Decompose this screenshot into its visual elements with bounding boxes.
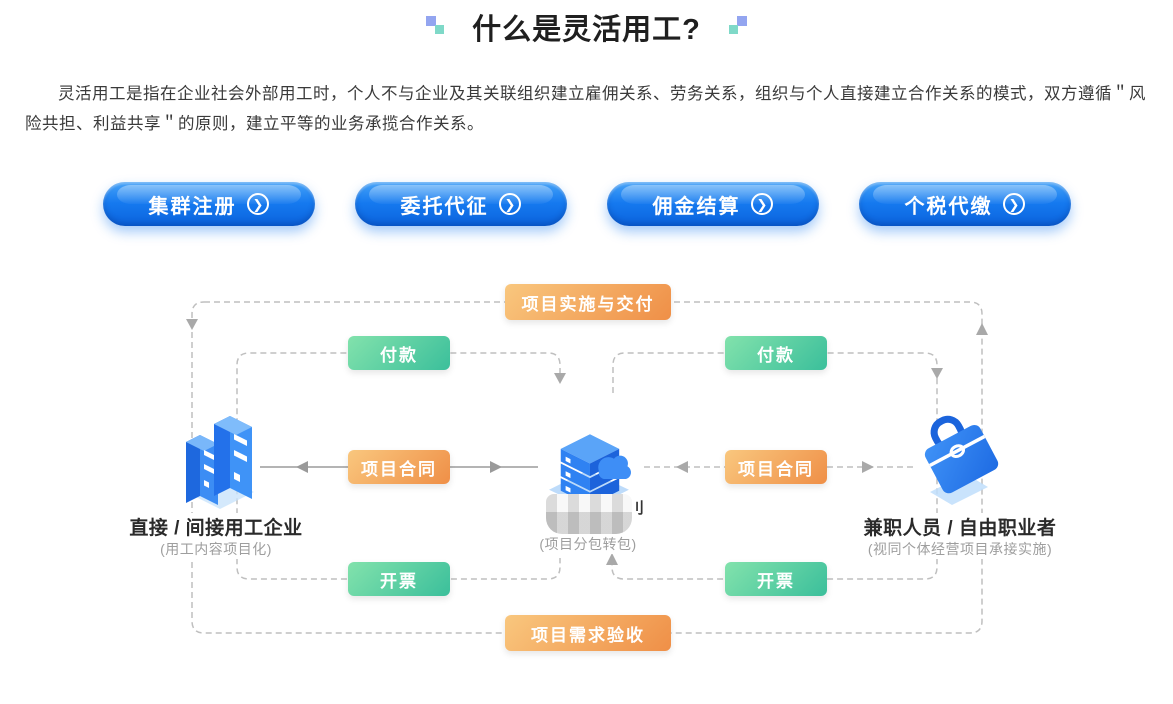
censored-name-fragment: 刂 xyxy=(629,500,645,517)
connector-lines xyxy=(186,301,988,634)
cluster-register-button[interactable]: 集群注册 ❯ xyxy=(102,182,315,226)
flow-label-contract-left: 项目合同 xyxy=(348,450,450,484)
section-header: 什么是灵活用工? xyxy=(0,6,1173,48)
censored-entity-name xyxy=(546,494,632,534)
tax-withholding-button[interactable]: 个税代缴 ❯ xyxy=(858,182,1071,226)
deco-squares-left-icon xyxy=(426,16,448,38)
entity-left-name: 直接 / 间接用工企业 xyxy=(106,513,326,540)
flow-label-payment-left: 付款 xyxy=(348,336,450,370)
entity-right-name: 兼职人员 / 自由职业者 xyxy=(850,513,1070,540)
chevron-right-circle-icon: ❯ xyxy=(246,193,269,215)
briefcase-icon xyxy=(924,415,999,505)
button-label: 委托代征 xyxy=(400,195,489,218)
office-buildings-icon xyxy=(186,416,254,509)
flow-label-invoice-right: 开票 xyxy=(725,562,827,596)
button-label: 佣金结算 xyxy=(652,195,741,218)
flow-label-payment-right: 付款 xyxy=(725,336,827,370)
commission-settlement-button[interactable]: 佣金结算 ❯ xyxy=(606,182,819,226)
flow-label-contract-right: 项目合同 xyxy=(725,450,827,484)
entity-center-sub: (项目分包转包) xyxy=(488,534,688,554)
button-label: 集群注册 xyxy=(148,195,237,218)
entrusted-collection-button[interactable]: 委托代征 ❯ xyxy=(354,182,567,226)
flow-label-acceptance: 项目需求验收 xyxy=(505,615,671,651)
chevron-right-circle-icon: ❯ xyxy=(750,193,773,215)
entity-right-sub: (视同个体经营项目承接实施) xyxy=(845,539,1075,559)
page-title: 什么是灵活用工? xyxy=(472,14,701,46)
button-row: 集群注册 ❯ 委托代征 ❯ 佣金结算 ❯ 个税代缴 ❯ xyxy=(0,182,1173,226)
chevron-right-circle-icon: ❯ xyxy=(498,193,521,215)
flow-label-delivery: 项目实施与交付 xyxy=(505,284,671,320)
flow-label-invoice-left: 开票 xyxy=(348,562,450,596)
flexible-employment-flow-diagram: 项目实施与交付 付款 付款 项目合同 项目合同 开票 开票 项目需求验收 直接 … xyxy=(0,276,1173,704)
entity-left-sub: (用工内容项目化) xyxy=(106,539,326,559)
chevron-right-circle-icon: ❯ xyxy=(1002,193,1025,215)
deco-squares-right-icon xyxy=(725,16,747,38)
button-label: 个税代缴 xyxy=(904,195,993,218)
intro-paragraph: 灵活用工是指在企业社会外部用工时，个人不与企业及其关联组织建立雇佣关系、劳务关系… xyxy=(25,85,1146,133)
